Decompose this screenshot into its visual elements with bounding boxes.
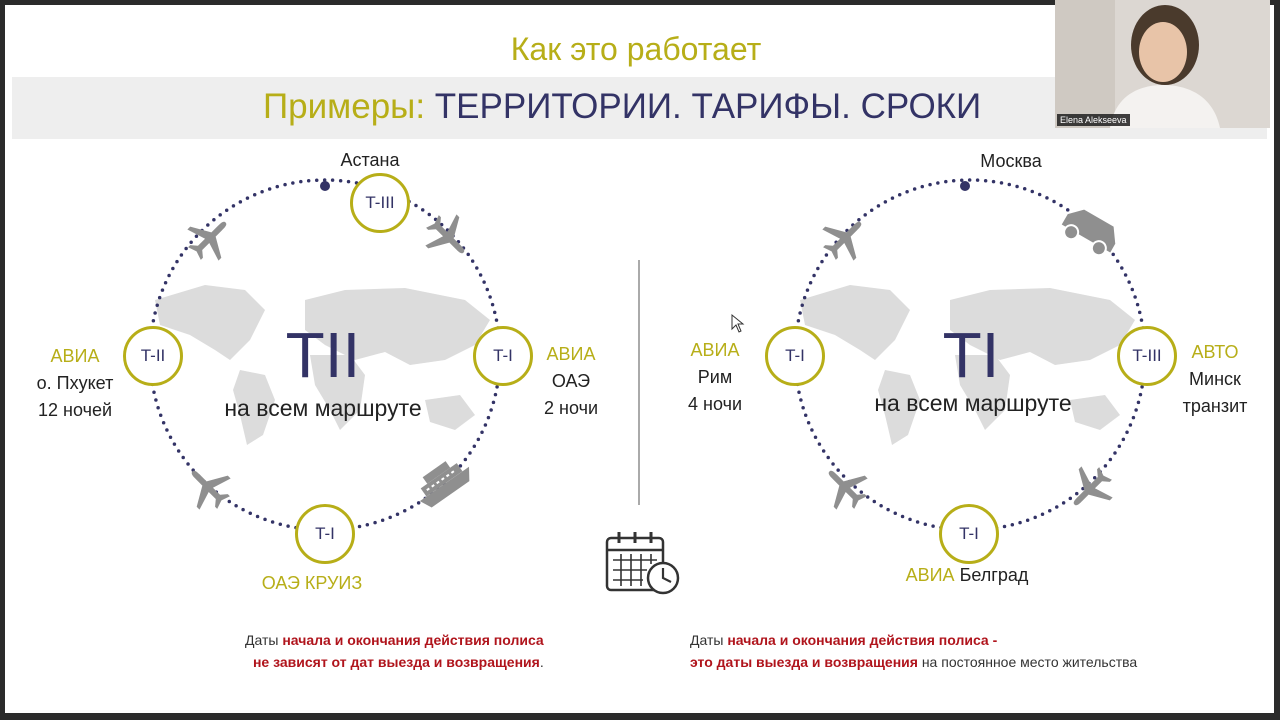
airplane-icon <box>813 206 877 270</box>
right-node-left: T-I <box>765 326 825 386</box>
right-note-l1b: начала и окончания действия полиса - <box>727 632 998 648</box>
ship-icon <box>419 461 470 508</box>
left-left-label: АВИА о. Пхукет 12 ночей <box>37 343 114 424</box>
mouse-cursor-icon <box>731 313 745 333</box>
left-right-duration: 2 ночи <box>544 398 598 418</box>
right-top-city: Москва <box>980 151 1042 171</box>
right-left-label: АВИА Рим 4 ночи <box>688 337 742 418</box>
car-icon <box>1061 209 1116 257</box>
left-left-place: о. Пхукет <box>36 373 114 393</box>
right-bottom-label: АВИА Белград <box>906 562 1029 589</box>
right-bottom-place: Белград <box>959 565 1029 585</box>
left-note: Даты начала и окончания действия полиса … <box>245 629 544 673</box>
left-node-left: T-II <box>123 326 183 386</box>
left-node-right: T-I <box>473 326 533 386</box>
left-bottom-label: ОАЭ КРУИЗ <box>261 573 363 593</box>
participant-name: Elena Alekseeva <box>1057 114 1130 126</box>
right-left-mode: АВИА <box>690 340 740 360</box>
left-left-duration: 12 ночей <box>37 400 113 420</box>
participant-video-tile[interactable]: Elena Alekseeva <box>1055 0 1270 128</box>
slide-title: Как это работает <box>510 31 762 67</box>
left-top-city: Астана <box>340 150 400 170</box>
right-node-right: T-III <box>1117 326 1177 386</box>
airplane-icon <box>416 205 480 269</box>
right-note-l2b: на постоянное место жительства <box>917 654 1138 670</box>
left-node-top: T-III <box>350 173 410 233</box>
right-center-caption: на всем маршруте <box>874 390 1072 416</box>
left-right-place: ОАЭ <box>551 371 591 391</box>
subtitle-prefix: Примеры: <box>263 87 426 126</box>
left-right-mode: АВИА <box>546 344 596 364</box>
airplane-icon <box>1058 457 1122 521</box>
subtitle-main: ТЕРРИТОРИИ. ТАРИФЫ. СРОКИ <box>434 87 982 126</box>
right-node-bottom: T-I <box>939 504 999 564</box>
right-bottom-mode: АВИА <box>905 565 955 585</box>
left-note-l1a: Даты <box>245 632 283 648</box>
left-note-l1b: начала и окончания действия полиса <box>282 632 544 648</box>
right-right-mode: АВТО <box>1191 342 1239 362</box>
airplane-icon <box>813 455 877 519</box>
right-center-tariff: TI <box>942 319 1000 391</box>
right-right-place: Минск <box>1189 369 1241 389</box>
left-node-bottom: T-I <box>295 504 355 564</box>
left-right-label: АВИА ОАЭ 2 ночи <box>544 341 598 422</box>
right-note-l2a: это даты выезда и возвращения <box>690 654 918 670</box>
left-center-caption: на всем маршруте <box>224 395 422 421</box>
airplane-icon <box>178 206 242 270</box>
left-left-mode: АВИА <box>50 346 100 366</box>
right-left-duration: 4 ночи <box>688 394 742 414</box>
slide-subtitle: Примеры: ТЕРРИТОРИИ. ТАРИФЫ. СРОКИ <box>263 87 981 127</box>
right-route-start-dot <box>960 181 970 191</box>
left-center-tariff: TII <box>285 319 361 391</box>
airplane-icon <box>176 455 240 519</box>
left-route-start-dot <box>320 181 330 191</box>
calendar-clock-icon <box>605 532 680 595</box>
right-right-duration: транзит <box>1182 396 1248 416</box>
left-note-l2a: не зависят от дат выезда и возвращения <box>252 654 540 670</box>
right-left-place: Рим <box>697 367 733 387</box>
left-note-l2b: . <box>539 654 544 670</box>
right-right-label: АВТО Минск транзит <box>1183 339 1248 420</box>
right-note: Даты начала и окончания действия полиса … <box>690 629 1137 673</box>
right-note-l1a: Даты <box>690 632 728 648</box>
participant-avatar <box>1055 0 1270 128</box>
